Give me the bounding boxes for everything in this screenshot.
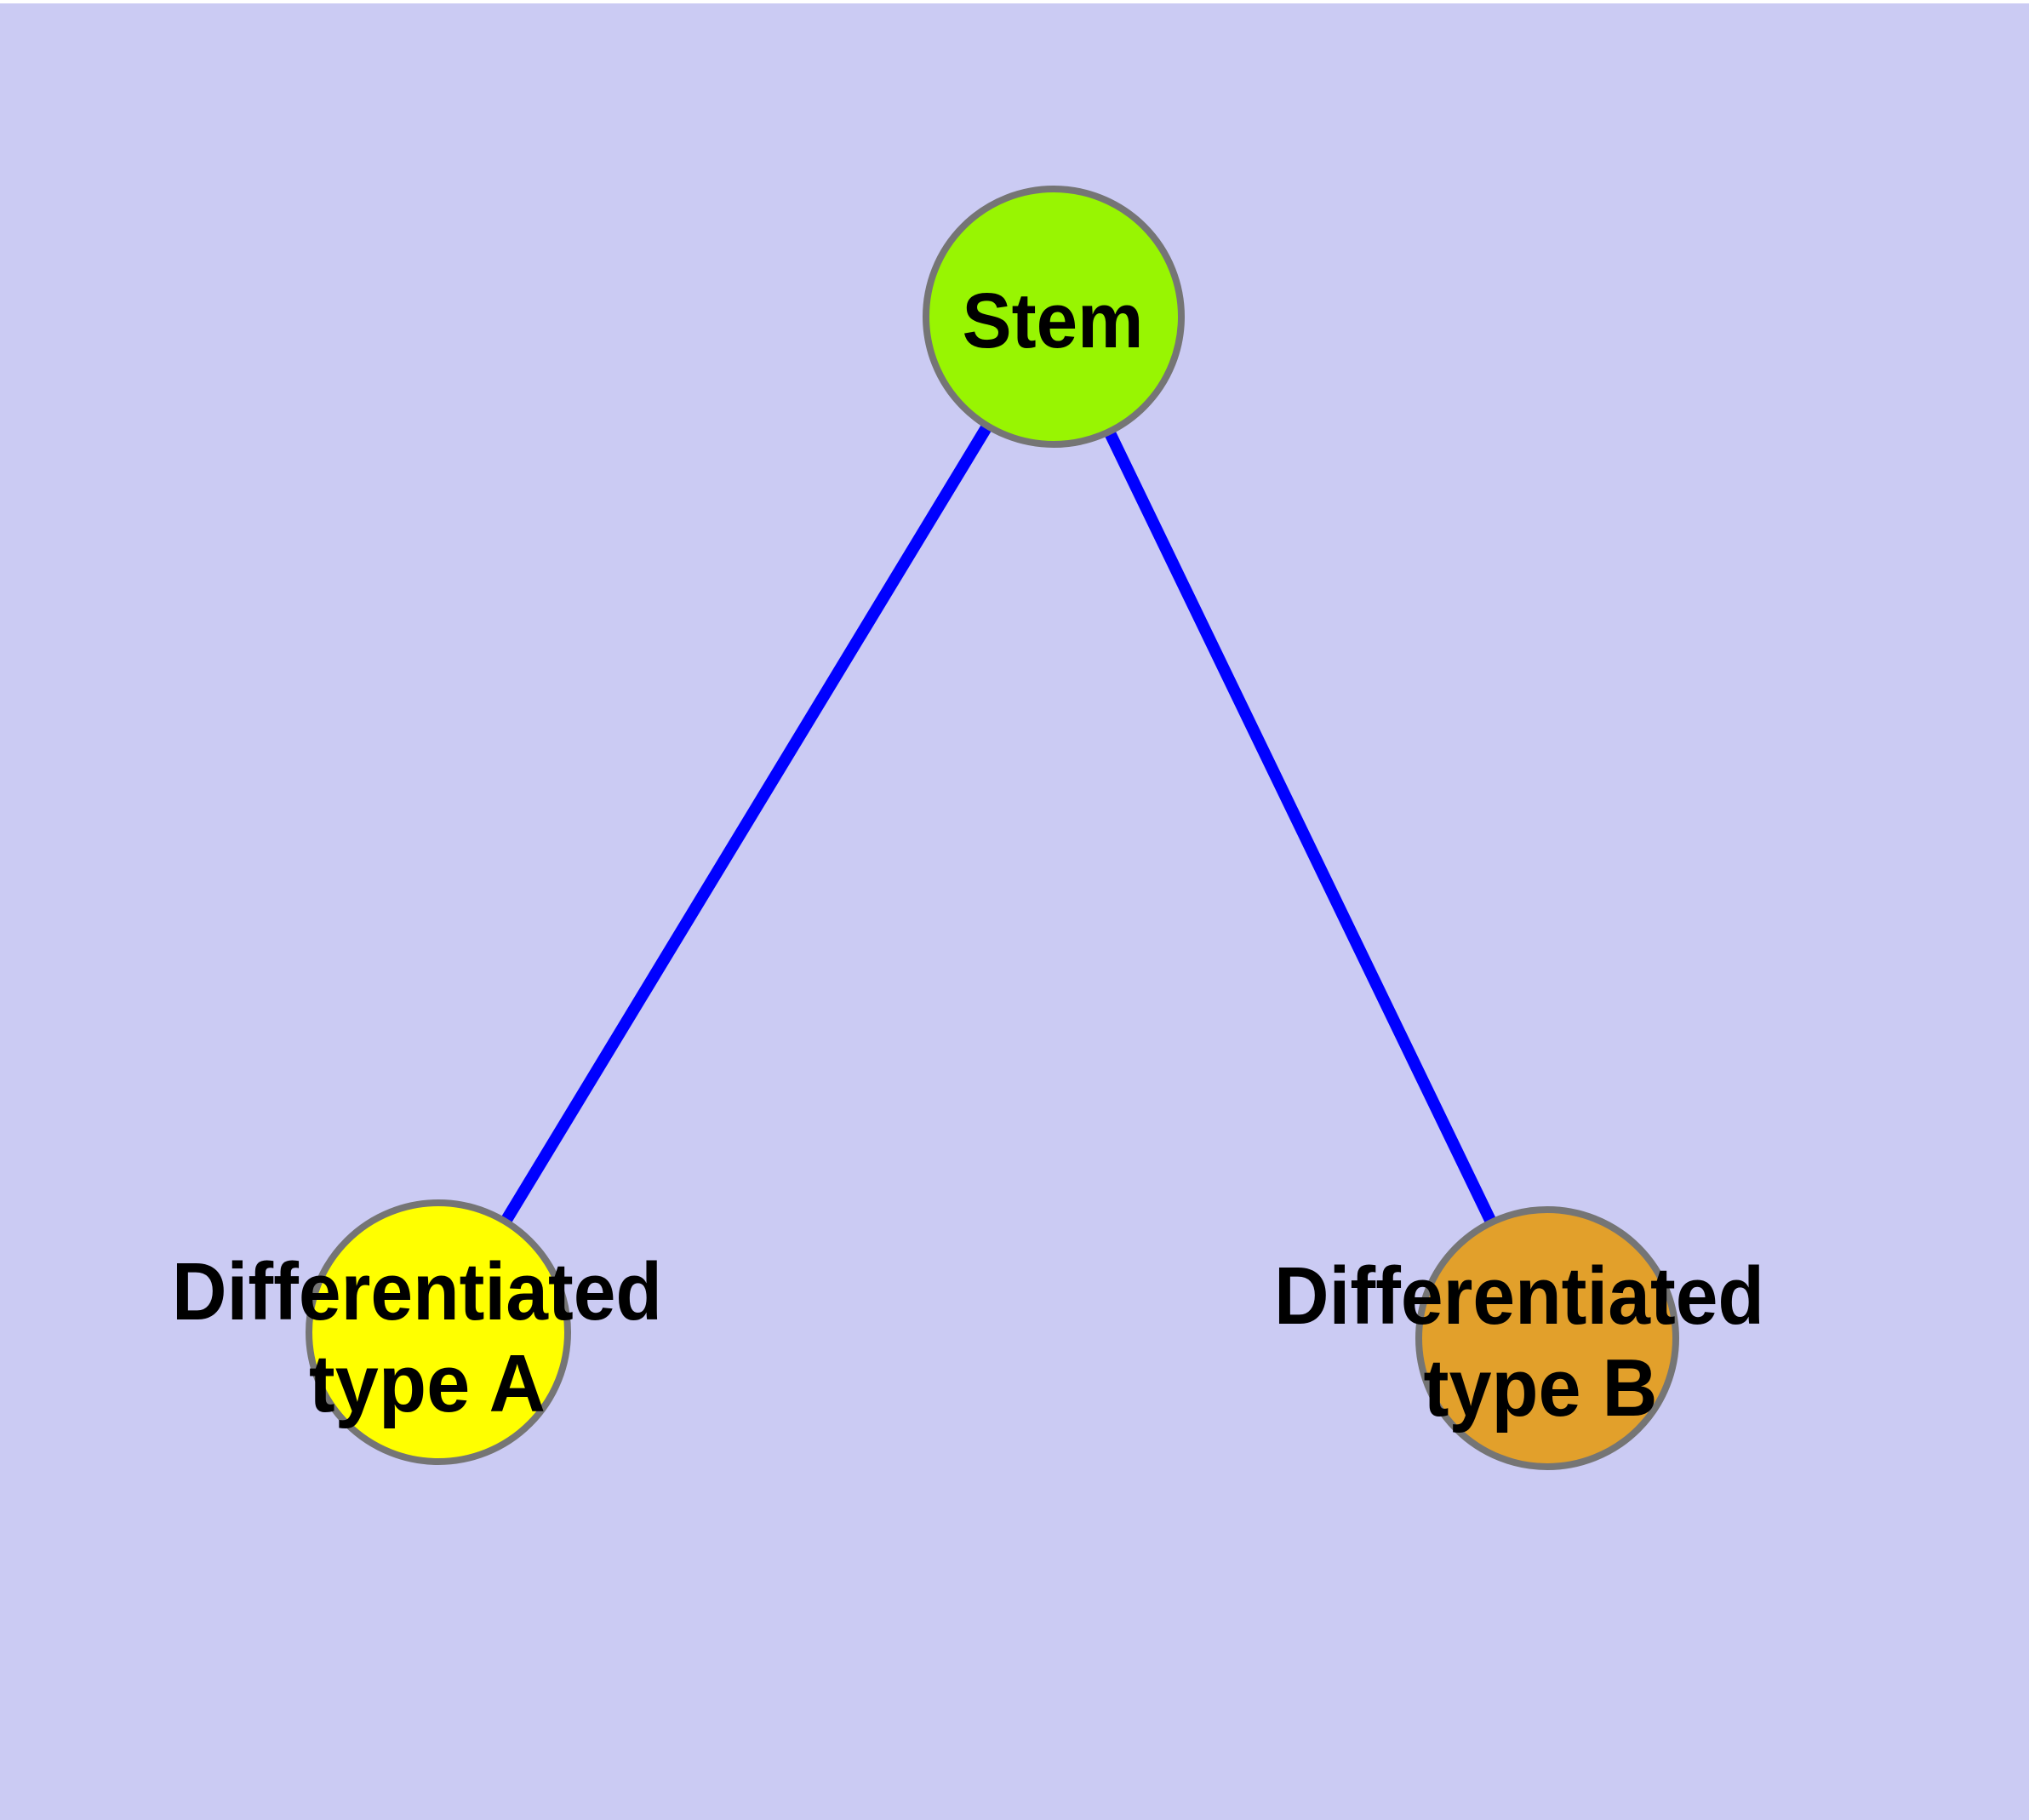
node-type-b-label-line1: Differentiated — [1274, 1251, 1764, 1342]
node-type-a-label-line1: Differentiated — [172, 1246, 662, 1337]
node-type-b-circle — [1415, 1206, 1679, 1470]
node-stem-label: Stem — [963, 278, 1144, 364]
edge-stem-to-type-b — [1048, 313, 1553, 1342]
edge-stem-to-type-a — [433, 313, 1059, 1336]
node-type-a-circle — [306, 1199, 571, 1465]
node-stem-circle — [923, 186, 1185, 448]
node-type-b-label-line2: type B — [1424, 1342, 1658, 1434]
node-type-a-label-line2: type A — [309, 1338, 546, 1429]
